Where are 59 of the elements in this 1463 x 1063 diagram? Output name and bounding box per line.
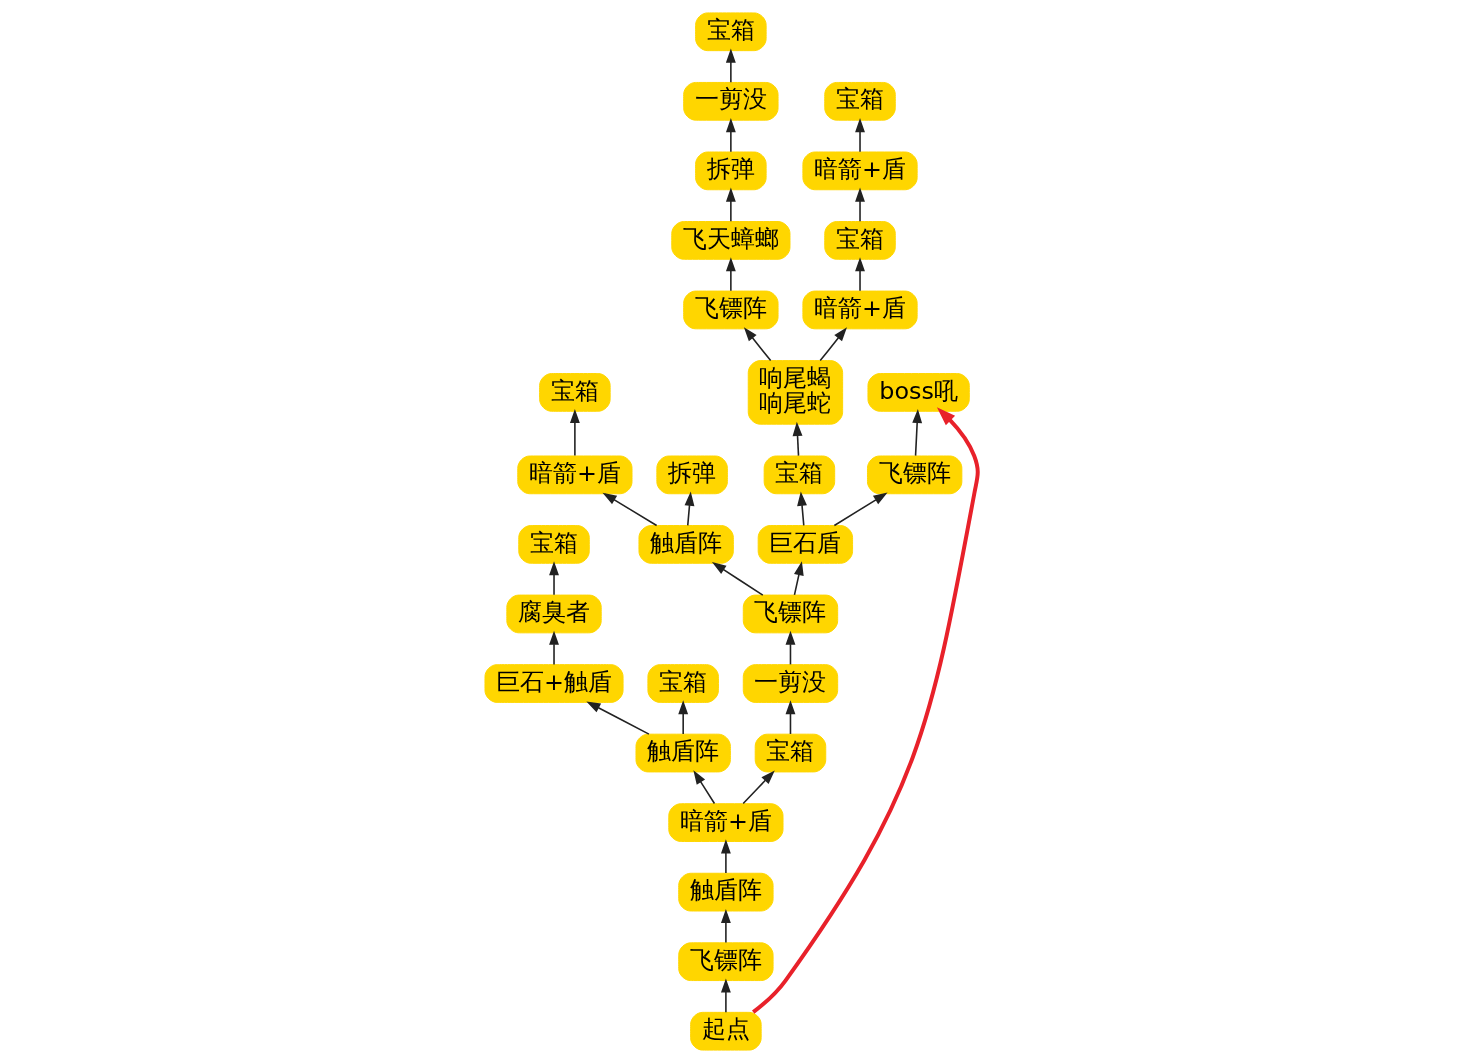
- node-box: 拆弹: [656, 455, 728, 495]
- node-box: 触盾阵: [638, 525, 734, 564]
- node-box: 一剪没: [683, 81, 779, 121]
- arrow: [743, 327, 772, 362]
- node-box: 飞镖阵: [742, 594, 839, 634]
- node-box: boss吼: [867, 373, 970, 412]
- arrow: [711, 562, 764, 596]
- arrow: [549, 630, 559, 666]
- arrow: [720, 908, 731, 944]
- arrow: [725, 257, 736, 292]
- arrow: [725, 187, 736, 223]
- node-box: 宝箱: [695, 12, 767, 52]
- node-box: 暗箭+盾: [517, 455, 633, 495]
- node-box: 暗箭+盾: [802, 290, 918, 330]
- node-box: 一剪没: [742, 664, 839, 703]
- arrow: [678, 700, 689, 735]
- arrow: [855, 187, 865, 223]
- node-box: 宝箱: [539, 373, 611, 412]
- node-box: 宝箱: [824, 221, 896, 260]
- node-box: 巨石+触盾: [484, 664, 624, 703]
- node-box: 腐臭者: [506, 594, 602, 634]
- node-box: 触盾阵: [678, 872, 774, 912]
- node-box: 宝箱: [647, 664, 719, 703]
- arrow: [725, 48, 736, 83]
- arrow: [819, 327, 847, 362]
- arrow: [569, 408, 580, 457]
- arrow: [742, 770, 775, 805]
- node-box: 拆弹: [695, 151, 767, 191]
- node-box: 飞镖阵: [683, 290, 779, 330]
- arrow: [912, 408, 923, 457]
- node-box: 触盾阵: [635, 733, 731, 773]
- arrow: [684, 491, 695, 527]
- arrow: [602, 492, 658, 527]
- arrow: [855, 118, 865, 153]
- arrow: [833, 492, 888, 527]
- arrow: [725, 118, 736, 153]
- node-box: 宝箱: [763, 455, 836, 495]
- arrow: [549, 561, 559, 596]
- node-box: 飞镖阵: [866, 455, 963, 495]
- arrow: [693, 770, 716, 805]
- node-box: 飞天蟑螂: [671, 221, 791, 260]
- node-box: 响尾蝎 响尾蛇: [747, 360, 844, 425]
- arrow: [785, 700, 796, 735]
- node-box: 巨石盾: [757, 525, 854, 564]
- node-box: 宝箱: [518, 525, 590, 564]
- node-box: 暗箭+盾: [668, 803, 784, 842]
- arrow: [793, 561, 804, 596]
- node-box: 暗箭+盾: [802, 151, 918, 191]
- arrow: [792, 421, 803, 457]
- node-box: 宝箱: [824, 81, 896, 121]
- arrow: [785, 630, 796, 666]
- arrow: [797, 491, 807, 527]
- arrow: [586, 701, 650, 735]
- node-box: 起点: [690, 1011, 762, 1051]
- arrow: [720, 839, 731, 874]
- node-box: 宝箱: [754, 733, 827, 773]
- arrow: [855, 257, 865, 292]
- arrow: [720, 978, 731, 1013]
- node-box: 飞镖阵: [678, 942, 774, 982]
